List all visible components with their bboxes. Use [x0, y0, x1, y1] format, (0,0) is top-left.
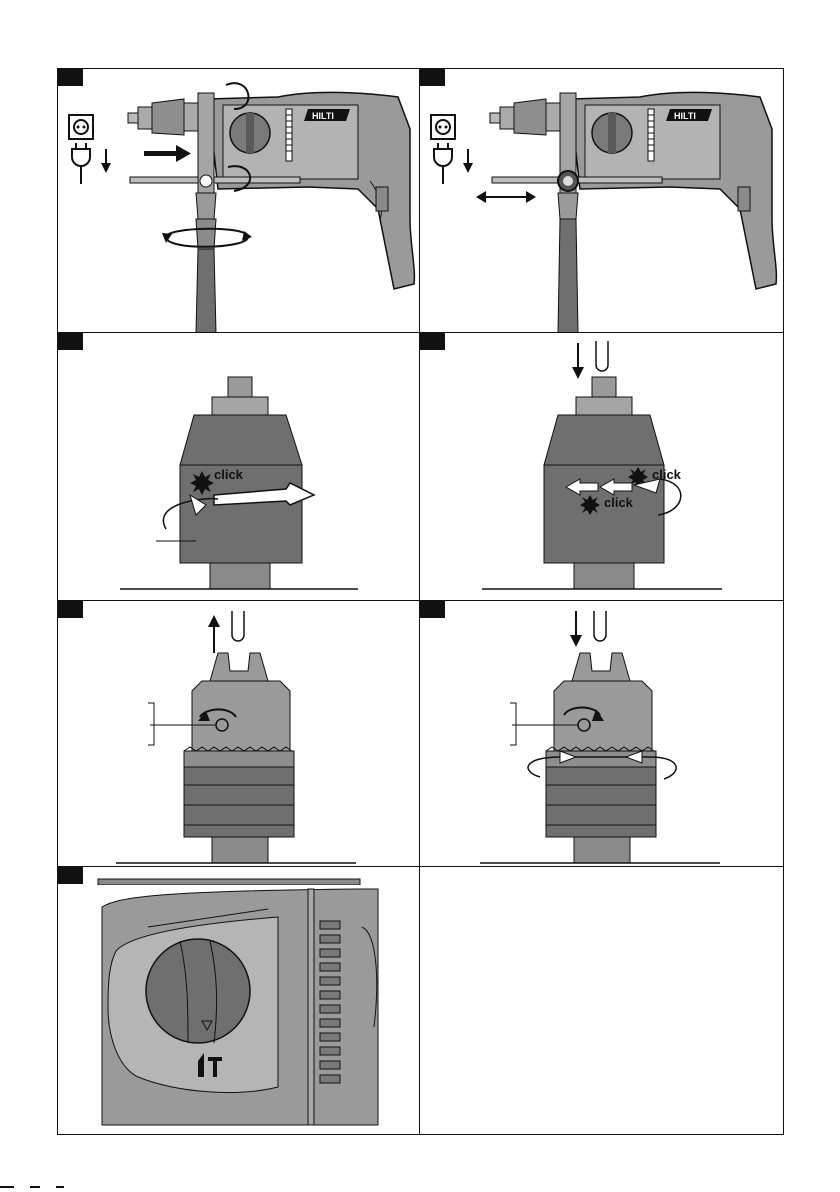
- footer-marks: [0, 1184, 120, 1192]
- svg-text:HILTI: HILTI: [312, 111, 334, 121]
- figure-2-panel: HILTI: [419, 68, 784, 333]
- figure-5-panel: [57, 600, 420, 867]
- depth-gauge-adjust-illustration: HILTI: [420, 69, 784, 333]
- bit-icon: [594, 611, 606, 641]
- click-label-lower: click: [604, 495, 634, 510]
- drill-with-side-handle-illustration: HILTI: [58, 69, 420, 333]
- push-arrow-icon: [144, 145, 191, 162]
- down-arrow-icon: [463, 149, 473, 173]
- up-arrow-icon: [208, 615, 220, 653]
- chuck-open-illustration: [58, 601, 420, 867]
- click-burst-icon: [190, 471, 214, 495]
- brand-logo: HILTI: [304, 109, 350, 121]
- figure-7-panel: [57, 866, 420, 1135]
- figure-8-panel-empty: [419, 866, 784, 1135]
- svg-text:HILTI: HILTI: [674, 111, 696, 121]
- power-socket-icon: [69, 115, 93, 139]
- click-label: click: [214, 467, 244, 482]
- down-arrow-icon: [572, 343, 584, 379]
- bit-icon: [596, 341, 608, 371]
- chuck-unlock-illustration: click: [58, 333, 420, 601]
- down-arrow-icon: [570, 611, 582, 647]
- brand-logo: HILTI: [666, 109, 712, 121]
- chuck-close-illustration: [420, 601, 784, 867]
- figure-sheet: HILTI: [57, 68, 783, 1134]
- bit-icon: [232, 611, 244, 641]
- chuck-lock-illustration: click click: [420, 333, 784, 601]
- power-socket-icon: [431, 115, 455, 139]
- mode-selector-illustration: [58, 867, 420, 1135]
- down-arrow-icon: [101, 149, 111, 173]
- figure-4-panel: click click: [419, 332, 784, 601]
- figure-6-panel: [419, 600, 784, 867]
- vent-slots: [286, 109, 292, 161]
- figure-3-panel: click: [57, 332, 420, 601]
- double-arrow-icon: [476, 191, 536, 203]
- vent-slots: [648, 109, 654, 161]
- figure-1-panel: HILTI: [57, 68, 420, 333]
- plug-icon: [72, 143, 90, 184]
- plug-icon: [434, 143, 452, 184]
